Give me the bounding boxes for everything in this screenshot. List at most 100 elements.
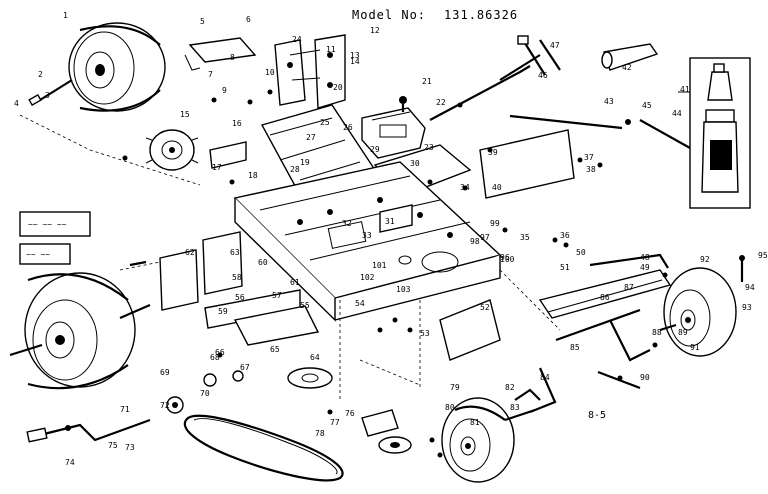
callout-76: 76 bbox=[345, 409, 355, 418]
callout-45: 45 bbox=[642, 101, 652, 110]
callout-31: 31 bbox=[385, 217, 395, 226]
rear-wheel-top-left bbox=[28, 22, 166, 112]
callout-4: 4 bbox=[14, 99, 19, 108]
callout-71: 71 bbox=[120, 405, 130, 414]
callout-30: 30 bbox=[410, 159, 420, 168]
steering-rods bbox=[479, 114, 691, 199]
callout-85: 85 bbox=[570, 343, 580, 352]
callout-60: 60 bbox=[258, 258, 268, 267]
callout-82: 82 bbox=[505, 383, 515, 392]
callout-62: 62 bbox=[185, 248, 195, 257]
callout-23: 23 bbox=[424, 143, 434, 152]
callout-78: 78 bbox=[315, 429, 325, 438]
callout-90: 90 bbox=[640, 373, 650, 382]
callout-73: 73 bbox=[125, 443, 135, 452]
callout-89: 89 bbox=[678, 328, 688, 337]
left-side-panels bbox=[159, 231, 320, 346]
callout-59: 59 bbox=[218, 307, 228, 316]
callout-56: 56 bbox=[235, 293, 245, 302]
callout-22: 22 bbox=[436, 98, 446, 107]
callout-24: 24 bbox=[292, 35, 302, 44]
front-wheel-right bbox=[659, 267, 737, 357]
callout-87: 87 bbox=[624, 283, 634, 292]
callout-39: 39 bbox=[488, 148, 498, 157]
callout-77: 77 bbox=[330, 418, 340, 427]
callout-7: 7 bbox=[208, 70, 213, 79]
callout-36: 36 bbox=[560, 231, 570, 240]
callout-28: 28 bbox=[290, 165, 300, 174]
callout-52: 52 bbox=[480, 303, 490, 312]
callout-54: 54 bbox=[355, 299, 365, 308]
callout-63: 63 bbox=[230, 248, 240, 257]
callout-67: 67 bbox=[240, 363, 250, 372]
callout-101: 101 bbox=[372, 261, 387, 270]
callout-69: 69 bbox=[160, 368, 170, 377]
callout-83: 83 bbox=[510, 403, 520, 412]
callout-43: 43 bbox=[604, 97, 614, 106]
callout-66: 66 bbox=[215, 348, 225, 357]
model-label: Model No: bbox=[352, 8, 427, 22]
front-wheel-bottom bbox=[441, 397, 515, 483]
lever-grip bbox=[601, 43, 659, 71]
callout-32: 32 bbox=[342, 219, 352, 228]
svg-text:~~ ~~ ~~: ~~ ~~ ~~ bbox=[28, 220, 67, 229]
callout-9: 9 bbox=[222, 86, 227, 95]
idler-pulleys bbox=[203, 367, 412, 454]
upper-bracket-group bbox=[184, 34, 346, 109]
callout-75: 75 bbox=[108, 441, 118, 450]
callout-55: 55 bbox=[300, 301, 310, 310]
callout-38: 38 bbox=[586, 165, 596, 174]
callout-19: 19 bbox=[300, 158, 310, 167]
callout-92: 92 bbox=[700, 255, 710, 264]
callout-1: 1 bbox=[63, 11, 68, 20]
callout-46: 46 bbox=[538, 71, 548, 80]
callout-50: 50 bbox=[576, 248, 586, 257]
callout-42: 42 bbox=[622, 63, 632, 72]
callout-3: 3 bbox=[45, 91, 50, 100]
callout-80: 80 bbox=[445, 403, 455, 412]
callout-48: 48 bbox=[640, 253, 650, 262]
callout-8: 8 bbox=[230, 53, 235, 62]
callout-94: 94 bbox=[745, 283, 755, 292]
model-header: Model No:131.86326 bbox=[352, 8, 536, 22]
decal-boxes: ~~ ~~ ~~ ~~ ~~ bbox=[19, 211, 91, 265]
callout-10: 10 bbox=[265, 68, 275, 77]
callout-16: 16 bbox=[232, 119, 242, 128]
callout-102: 102 bbox=[360, 273, 375, 282]
drive-pulley-left bbox=[145, 129, 199, 171]
callout-17: 17 bbox=[212, 163, 222, 172]
main-frame bbox=[233, 161, 502, 322]
callout-79: 79 bbox=[450, 383, 460, 392]
callout-37: 37 bbox=[584, 153, 594, 162]
callout-15: 15 bbox=[180, 110, 190, 119]
callout-34: 34 bbox=[460, 183, 470, 192]
callout-97: 97 bbox=[480, 233, 490, 242]
callout-49: 49 bbox=[640, 263, 650, 272]
callout-41: 41 bbox=[680, 85, 690, 94]
callout-47: 47 bbox=[550, 41, 560, 50]
callout-51: 51 bbox=[560, 263, 570, 272]
callout-72: 72 bbox=[160, 401, 170, 410]
callout-26: 26 bbox=[343, 123, 353, 132]
hardware-items bbox=[122, 89, 668, 458]
page-code: 8-5 bbox=[588, 410, 607, 421]
callout-58: 58 bbox=[232, 273, 242, 282]
callout-40: 40 bbox=[492, 183, 502, 192]
callout-100: 100 bbox=[500, 255, 515, 264]
callout-68: 68 bbox=[210, 353, 220, 362]
callout-99: 99 bbox=[490, 219, 500, 228]
callout-98: 98 bbox=[470, 237, 480, 246]
callout-81: 81 bbox=[470, 418, 480, 427]
callout-35: 35 bbox=[520, 233, 530, 242]
callout-84: 84 bbox=[540, 373, 550, 382]
callout-29: 29 bbox=[370, 145, 380, 154]
callout-20: 20 bbox=[333, 83, 343, 92]
callout-96: 96 bbox=[500, 253, 510, 262]
callout-103: 103 bbox=[396, 285, 411, 294]
callout-74: 74 bbox=[65, 458, 75, 467]
svg-text:~~ ~~: ~~ ~~ bbox=[26, 250, 50, 259]
callout-6: 6 bbox=[246, 15, 251, 24]
